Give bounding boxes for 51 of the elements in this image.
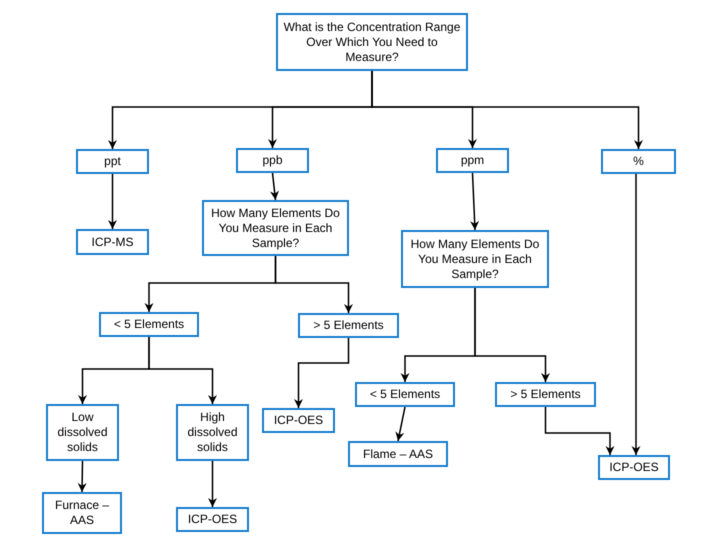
flowchart-box xyxy=(46,404,119,461)
flowchart-box xyxy=(401,230,549,288)
flowchart-box xyxy=(202,200,349,256)
box-text: How Many Elements Do You Measure in Each Sample? xyxy=(410,236,540,282)
flowchart-box xyxy=(99,312,199,337)
box-text: ICP-OES xyxy=(188,512,238,527)
arrow xyxy=(208,461,217,507)
arrow xyxy=(395,406,406,442)
flowchart-box xyxy=(176,507,249,532)
flowchart-box xyxy=(436,148,509,173)
arrow xyxy=(78,460,87,492)
box-text: ICP-OES xyxy=(609,460,659,475)
box-text: ppt xyxy=(104,154,121,169)
box-text: ICP-OES xyxy=(274,413,324,428)
box-text: ppb xyxy=(262,153,283,168)
box-text: What is the Concentration Range Over Which You Need to Measure? xyxy=(282,20,462,64)
box-text: Flame – AAS xyxy=(362,446,434,462)
box-text: Furnace – AAS xyxy=(54,498,110,528)
box-text: ppm xyxy=(460,153,484,168)
flowchart-box xyxy=(495,382,596,407)
box-text: < 5 Elements xyxy=(370,387,440,402)
box-text: < 5 Elements xyxy=(114,317,184,332)
flowchart-box xyxy=(298,313,399,338)
arrow xyxy=(632,174,640,455)
flowchart-box xyxy=(355,382,455,407)
arrow xyxy=(544,407,614,455)
arrow xyxy=(474,288,550,382)
box-text: % xyxy=(633,154,644,169)
arrow xyxy=(148,337,217,404)
box-text: How Many Elements Do You Measure in Each Sample? xyxy=(210,206,341,250)
flowchart-box xyxy=(76,229,149,255)
flowchart-box xyxy=(176,404,249,461)
flowchart-box xyxy=(276,13,468,71)
box-text: > 5 Elements xyxy=(510,387,581,402)
flowchart-box xyxy=(42,492,122,534)
flowchart-box xyxy=(348,441,448,467)
flowchart-box xyxy=(236,148,309,173)
arrow xyxy=(294,338,350,408)
arrow xyxy=(108,174,117,229)
flowchart-box xyxy=(598,455,670,480)
arrow xyxy=(371,71,643,149)
box-text: > 5 Elements xyxy=(313,318,384,333)
flowchart-box xyxy=(262,408,335,433)
arrow xyxy=(274,256,353,313)
flowchart-box xyxy=(76,149,149,174)
arrow xyxy=(270,172,279,200)
flowchart-box xyxy=(601,149,676,174)
arrow xyxy=(470,172,480,230)
box-text: High dissolved solids xyxy=(186,410,239,455)
box-text: ICP-MS xyxy=(92,234,134,250)
box-text: Low dissolved solids xyxy=(56,410,109,455)
